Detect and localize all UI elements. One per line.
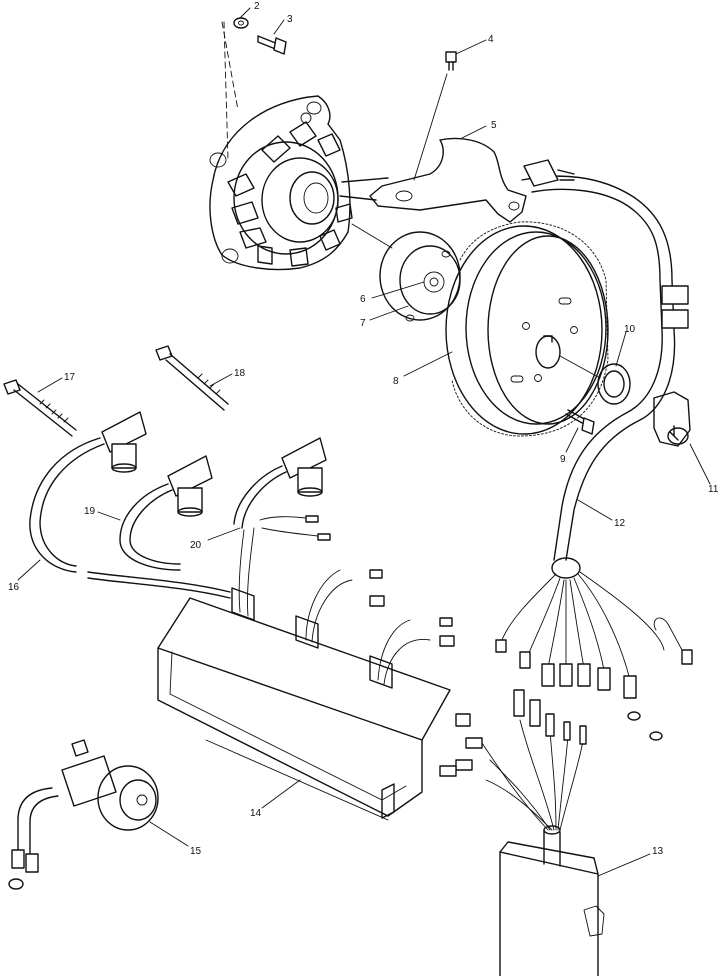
spark-plug-cap-middle	[167, 455, 213, 517]
bolt-part-18	[155, 345, 229, 411]
stator-wire-bundle	[339, 177, 389, 201]
callout-5: 5	[491, 120, 497, 131]
callout-6: 6	[360, 294, 366, 305]
callout-9: 9	[560, 454, 566, 465]
washer-part-10	[597, 363, 631, 405]
ht-leads	[29, 437, 287, 599]
callout-19: 19	[84, 506, 96, 517]
hub-leader	[351, 223, 393, 249]
callout-14: 14	[250, 808, 262, 819]
bolt-part-17	[3, 379, 77, 437]
callout-17: 17	[64, 372, 76, 383]
callout-12: 12	[614, 518, 626, 529]
solenoid-part-15	[8, 739, 159, 890]
callout-10: 10	[624, 324, 636, 335]
flywheel-part-8	[445, 221, 609, 437]
callout-11: 11	[708, 484, 719, 495]
callout-15: 15	[190, 846, 202, 857]
washer-leader	[559, 355, 601, 379]
spark-plug-cap-right	[281, 437, 327, 497]
washer-part-2	[233, 17, 249, 29]
screw-part-4	[445, 51, 457, 71]
harness-fanout	[495, 571, 693, 741]
callout-4: 4	[488, 34, 494, 45]
wire-harness-part-12	[521, 159, 689, 579]
dashed-guide-lines	[221, 21, 239, 161]
callout-13: 13	[652, 846, 664, 857]
callout-20: 20	[190, 540, 202, 551]
callout-labels: 2 3 4 5 6 7 8 9 10 11 12 13 14 15 16 17 …	[8, 1, 719, 857]
callout-2: 2	[254, 1, 260, 12]
callout-8: 8	[393, 376, 399, 387]
callout-7: 7	[360, 318, 366, 329]
cdi-wires	[238, 515, 455, 685]
coupler-part-11	[653, 391, 691, 447]
callout-3: 3	[287, 14, 293, 25]
bracket-part-5	[369, 137, 527, 223]
callout-16: 16	[8, 582, 20, 593]
stator-assembly	[209, 95, 353, 271]
screw-4-leader	[413, 73, 448, 181]
screw-part-3	[257, 35, 287, 55]
cdi-box-part-14	[157, 587, 451, 821]
callout-18: 18	[234, 368, 246, 379]
harness-part-13	[439, 689, 605, 976]
spark-plug-cap-left	[101, 411, 147, 473]
bolt-part-9	[565, 409, 595, 435]
callout-leaders	[17, 7, 711, 877]
